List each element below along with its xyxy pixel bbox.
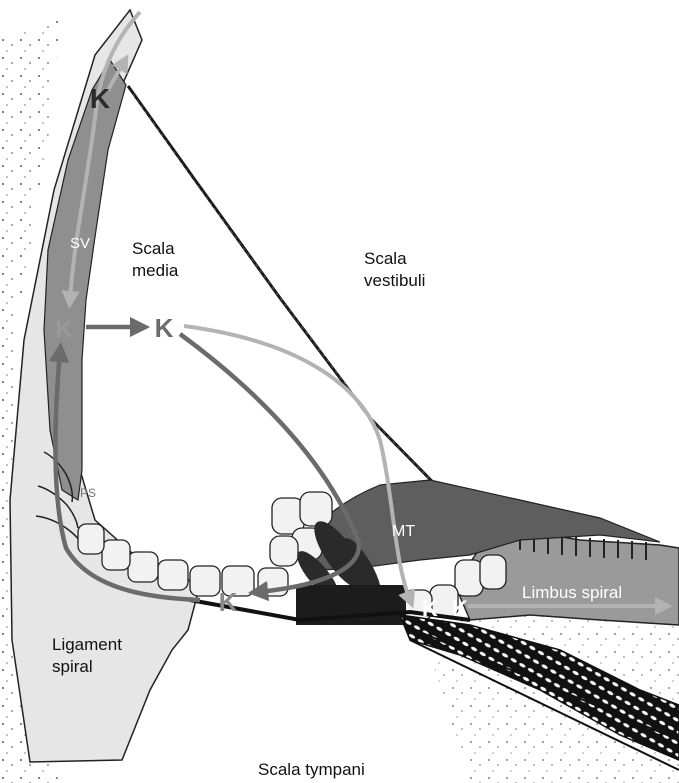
label-ps: PS (80, 486, 96, 500)
k-marker-top: K (90, 83, 110, 114)
label-sv: SV (70, 235, 90, 252)
label-scala-tympani: Scala tympani (258, 760, 365, 779)
k-marker-stria: K (55, 316, 73, 343)
label-scala-media-line2: media (132, 261, 179, 280)
label-scala-media-line1: Scala (132, 239, 175, 258)
k-marker-media: K (155, 313, 174, 343)
label-mt: MT (392, 523, 415, 540)
label-ligament-spiral-line2: spiral (52, 657, 93, 676)
label-limbus-spiral: Limbus spiral (522, 583, 622, 602)
label-ligament-spiral-line1: Ligament (52, 635, 122, 654)
label-scala-vestibuli-line1: Scala (364, 249, 407, 268)
label-scala-vestibuli-line2: vestibuli (364, 271, 425, 290)
k-marker-limbus-1: K (422, 596, 438, 621)
k-marker-corti: K (219, 587, 238, 617)
k-marker-limbus-2: K (452, 596, 468, 621)
